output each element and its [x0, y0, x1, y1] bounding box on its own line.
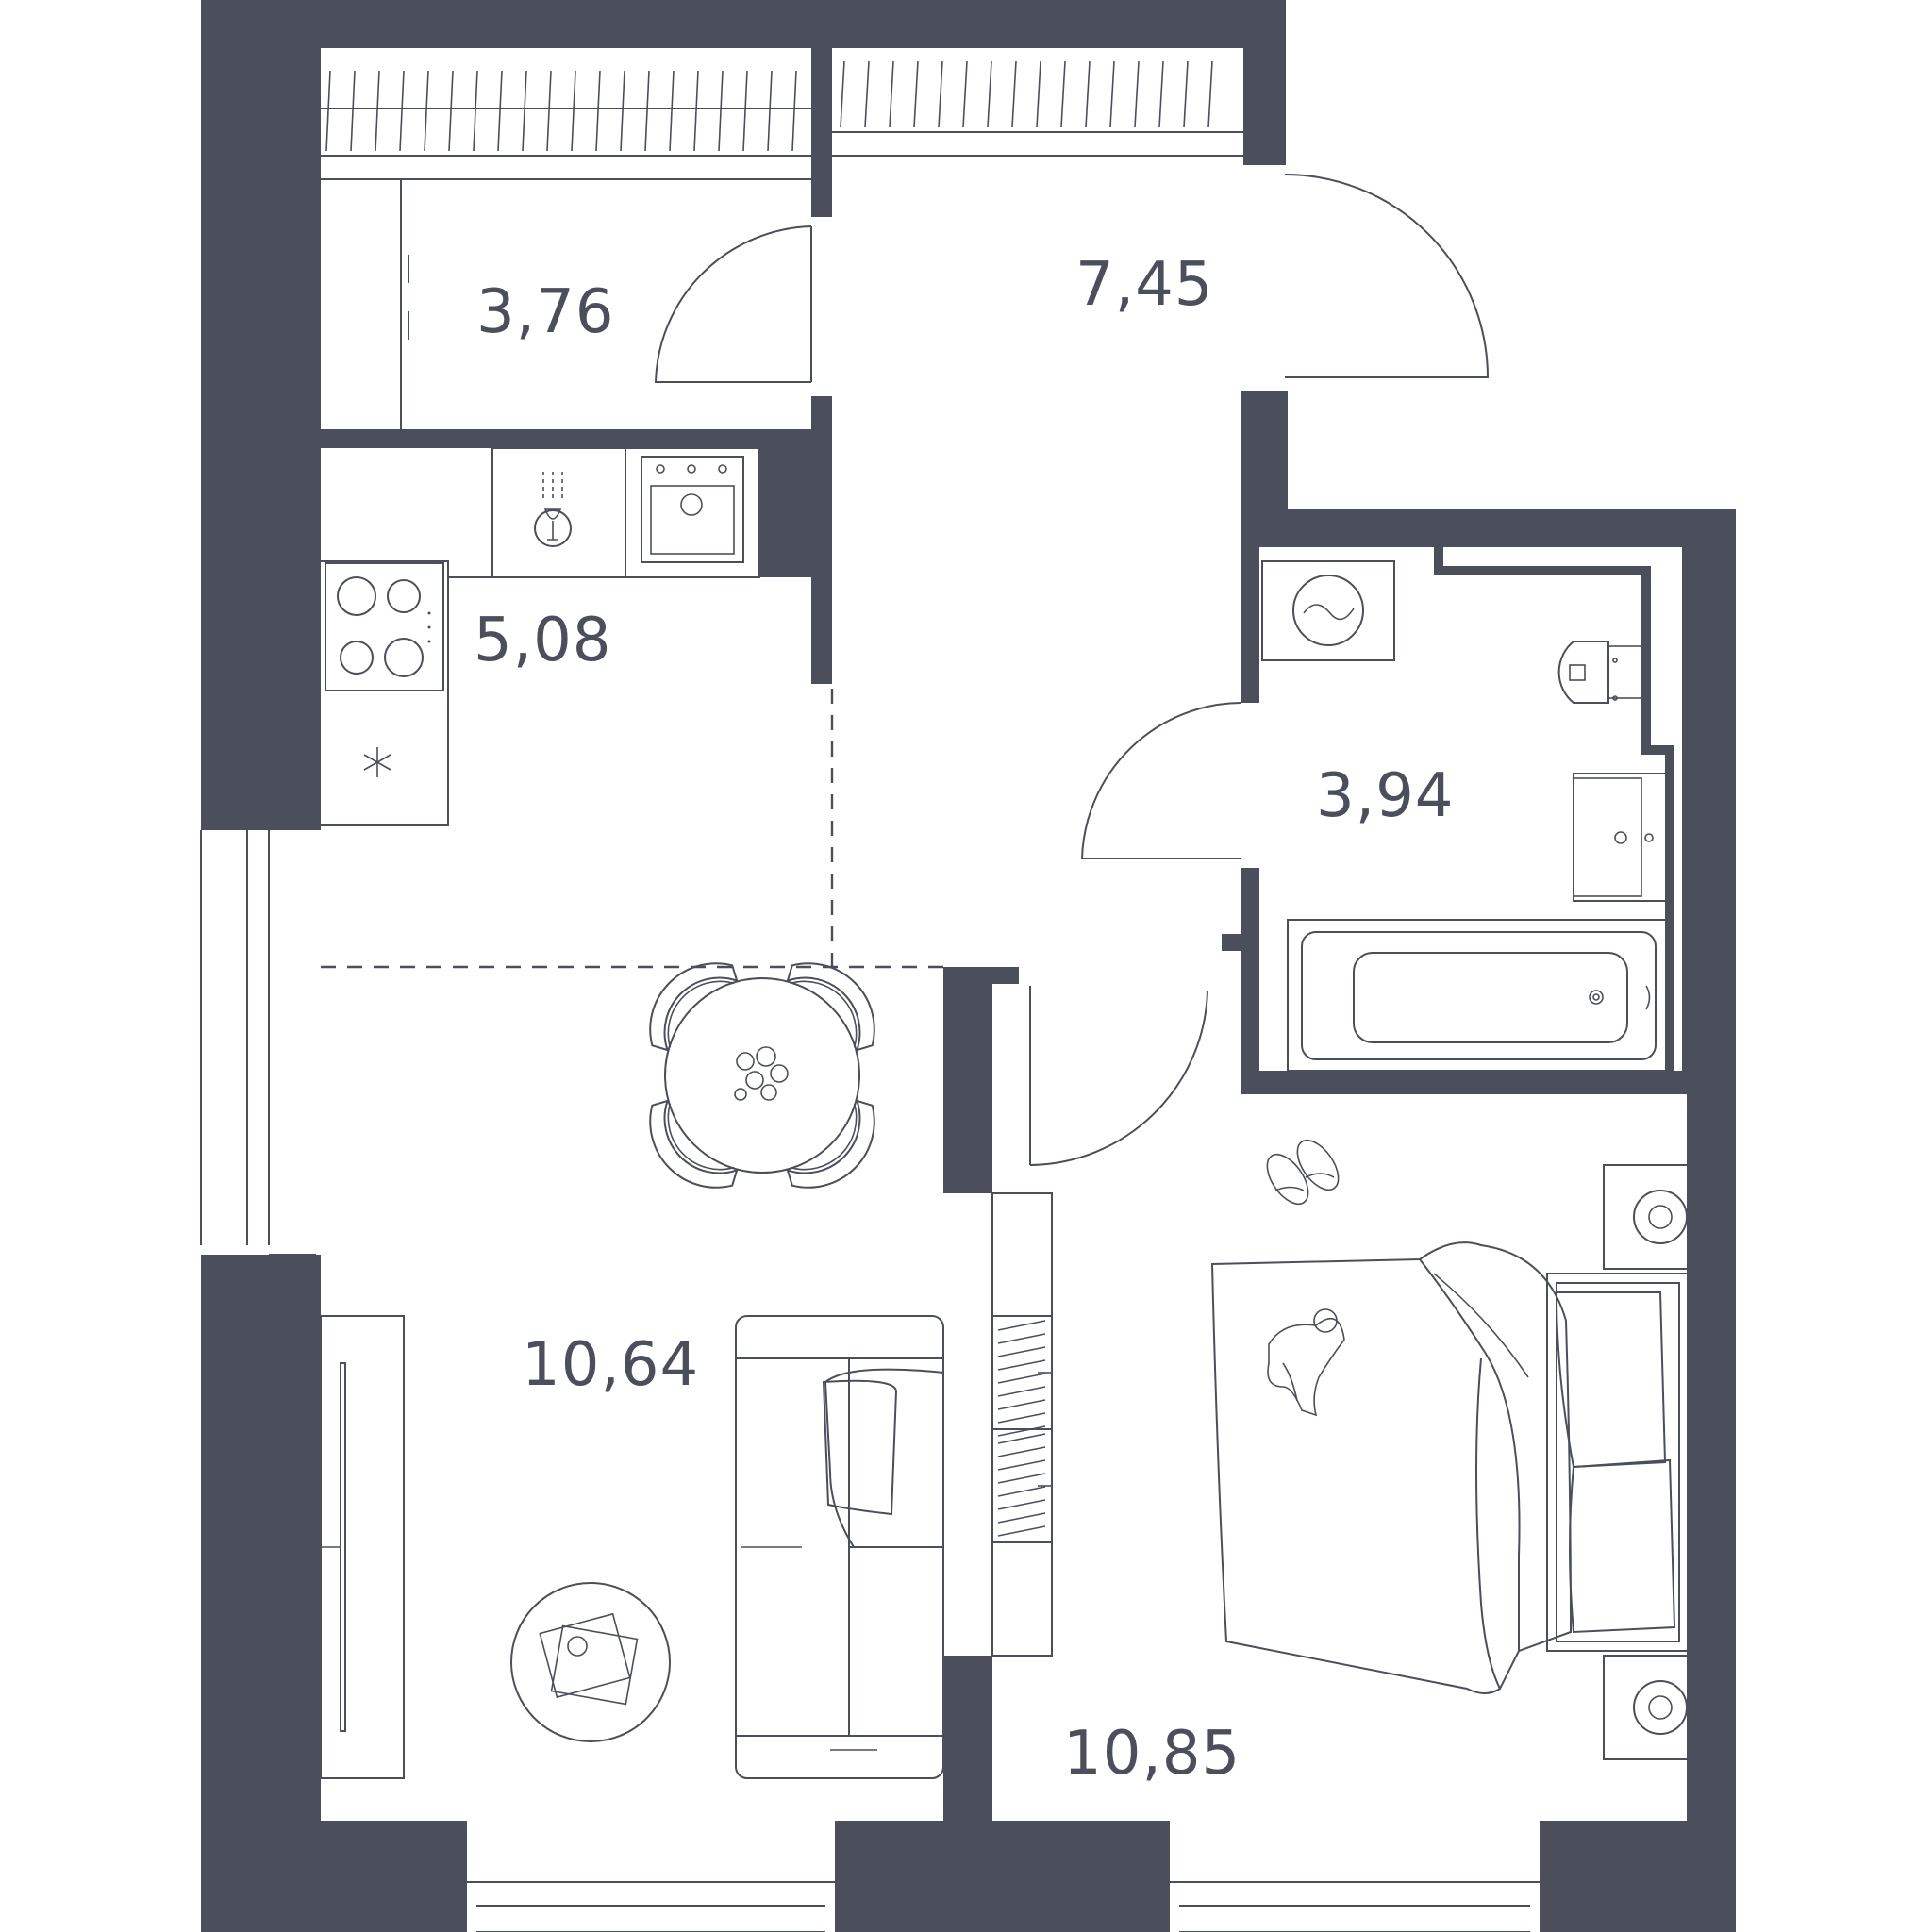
living-room [320, 1315, 944, 1779]
washing-machine-drum-icon [1292, 575, 1364, 646]
table-flower-icon [734, 1046, 789, 1101]
hallway [321, 174, 1490, 1166]
toilet [1557, 641, 1643, 704]
pillow [1569, 1458, 1676, 1634]
storage-door [654, 225, 812, 383]
wall-living-bedroom-upper [943, 967, 992, 1193]
kitchen-sink [641, 456, 744, 563]
tv-console [320, 1315, 405, 1779]
dining-chair [649, 1099, 739, 1189]
nightstand-top [1603, 1164, 1690, 1270]
kitchen [321, 447, 760, 826]
nightstand-bottom [1603, 1655, 1690, 1760]
hall-rack-hatching [840, 60, 1213, 128]
dining-set [649, 962, 875, 1189]
area-label-storage: 3,76 [476, 277, 615, 347]
pillow [1555, 1291, 1667, 1469]
dining-chair [786, 962, 875, 1052]
area-label-kitchen: 5,08 [474, 606, 612, 675]
dining-table [664, 977, 860, 1174]
wall-kitchen-niche-bottom [759, 566, 832, 577]
wall-left-lower [201, 1245, 321, 1932]
bathroom [1261, 560, 1671, 1072]
wall-top-right [1243, 0, 1286, 165]
wall-right-upper [1687, 509, 1736, 915]
wall-storage-partition-lower [811, 396, 832, 684]
blanket [1210, 1241, 1573, 1694]
double-bed [1210, 1241, 1690, 1694]
wall-right-middle [1687, 915, 1736, 1462]
hob-burner-icon [387, 579, 421, 613]
dining-chair [649, 962, 739, 1052]
wall-bathroom-left-upper [1241, 542, 1259, 703]
bedroom-door [1029, 986, 1208, 1166]
slippers-icon [1266, 1139, 1340, 1206]
bedroom [991, 1139, 1690, 1760]
hob-burner-icon [340, 641, 374, 675]
sofa [735, 1315, 944, 1779]
coffee-table [510, 1582, 671, 1742]
lamp-icon [1633, 1190, 1688, 1244]
bathroom-door [1080, 702, 1241, 859]
fridge-snowflake-icon [363, 747, 391, 777]
stove-hob [325, 562, 444, 691]
wall-left-upper [201, 0, 321, 840]
wall-top [201, 0, 1286, 47]
hob-burner-icon [337, 576, 376, 616]
magazines-icon [539, 1612, 639, 1706]
area-label-bathroom: 3,94 [1316, 761, 1455, 831]
wall-storage-partition-upper [811, 47, 832, 217]
wall-bathroom-left-lower [1241, 868, 1259, 1094]
dishwasher-glass-icon [534, 472, 572, 547]
wall-bathroom-stub [1222, 934, 1245, 951]
wall-storage-bottom [321, 429, 811, 448]
area-label-living: 10,64 [522, 1330, 699, 1400]
dog-icon [1267, 1308, 1345, 1417]
bathroom-sink [1573, 773, 1669, 902]
entrance-door [1284, 174, 1490, 378]
area-label-bedroom: 10,85 [1063, 1719, 1241, 1789]
washing-machine [1261, 560, 1395, 661]
storage-rack-hatching [325, 70, 797, 152]
wall-kitchen-niche-right [759, 443, 811, 575]
tv-icon [340, 1362, 346, 1732]
dining-chair [786, 1099, 875, 1189]
lamp-icon [1633, 1680, 1688, 1735]
wardrobe [991, 1192, 1053, 1657]
area-label-hallway: 7,45 [1075, 250, 1214, 320]
storage-room [325, 60, 1213, 429]
bathtub [1287, 919, 1671, 1072]
wall-bathroom-bottom [1241, 1071, 1736, 1094]
wall-bathroom-top [1241, 509, 1736, 547]
area-labels: 3,76 7,45 5,08 3,94 10,64 10,85 [474, 250, 1455, 1789]
hob-burner-icon [384, 638, 424, 677]
